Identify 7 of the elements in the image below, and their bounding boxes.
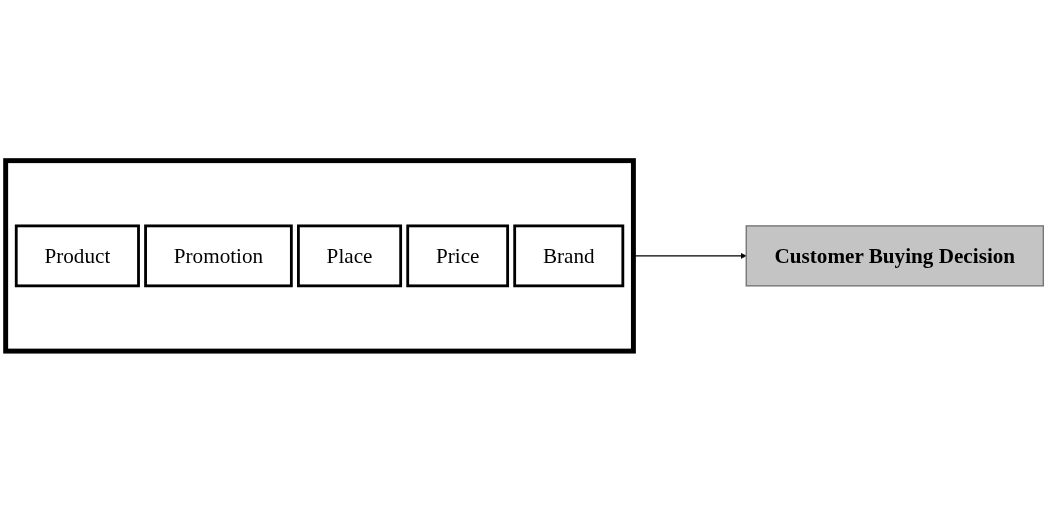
node-box: Customer Buying Decision	[745, 224, 1045, 287]
node-box: Product	[14, 224, 140, 287]
node-box: Place	[297, 224, 403, 287]
cluster	[3, 157, 636, 354]
node-box: Price	[406, 224, 510, 287]
node-box: Brand	[513, 224, 625, 287]
node-box: Promotion	[144, 224, 293, 287]
